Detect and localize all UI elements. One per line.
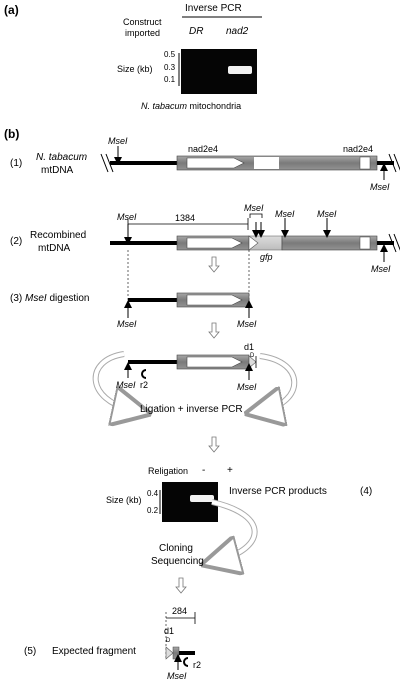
- tick-a-1: 0.3: [164, 63, 176, 72]
- primer-d1-step5: d1: [164, 626, 175, 636]
- construct-label-2: imported: [125, 28, 161, 38]
- step3-graphics: [124, 292, 253, 318]
- distance-284: 284: [172, 606, 188, 616]
- label-letter: a: [8, 3, 15, 17]
- inverse-pcr-header: Inverse PCR: [185, 3, 242, 14]
- ligation-label: Ligation + inverse PCR: [140, 404, 243, 415]
- step1-graphics: [100, 146, 400, 180]
- nad2e4-left: nad2e4: [188, 144, 219, 154]
- cloning-label: Cloning: [159, 543, 193, 554]
- msei-site-11: MseI: [237, 382, 257, 392]
- sequencing-label: Sequencing: [151, 556, 204, 567]
- step3-number: (3) MseI digestion: [10, 294, 90, 304]
- inverse-pcr-products: Inverse PCR products: [229, 486, 327, 497]
- step3-enzyme: MseI: [25, 293, 47, 304]
- tick-b-0: 0.4: [147, 489, 159, 498]
- primer-r2: r2: [140, 380, 149, 390]
- lane-dr-label: DR: [189, 26, 204, 37]
- lane-nad2-label: nad2: [226, 26, 249, 37]
- step5-graphics: [165, 612, 196, 670]
- msei-site-9: MseI: [237, 319, 257, 329]
- primer-d1: d1: [244, 342, 255, 352]
- primer-d1-box: D: [250, 353, 255, 359]
- step2-number: (2): [10, 236, 23, 247]
- distance-1384: 1384: [175, 213, 196, 223]
- panel-b-gel-graphics: [159, 482, 258, 560]
- label-close: ): [15, 127, 20, 141]
- down-arrow-3: [208, 436, 220, 453]
- msei-site-10: MseI: [116, 380, 136, 390]
- panel-a-label: (a): [4, 4, 19, 16]
- tick-b-1: 0.2: [147, 506, 159, 515]
- label-letter: b: [8, 127, 16, 141]
- size-kb-label-a: Size (kb): [117, 64, 153, 74]
- step2-graphics: [110, 213, 400, 318]
- label-close: ): [14, 3, 19, 17]
- gel-a-band: [228, 66, 252, 74]
- down-arrow-1: [208, 256, 220, 273]
- construct-label-1: Construct: [123, 17, 162, 27]
- caption-rest: mitochondria: [189, 101, 242, 111]
- caption-species: N. tabacum: [141, 101, 188, 111]
- gfp-label: gfp: [260, 252, 273, 262]
- size-kb-label-b: Size (kb): [106, 495, 142, 505]
- panel-a-caption: N. tabacum mitochondria: [141, 102, 241, 111]
- msei-site-5: MseI: [275, 209, 295, 219]
- tick-a-2: 0.1: [164, 75, 176, 84]
- panel-a-graphics: [178, 16, 262, 94]
- nad2e4-right: nad2e4: [343, 144, 374, 154]
- step2-label-1: Recombined: [30, 230, 87, 241]
- gel-b-band: [190, 495, 214, 502]
- tick-a-0: 0.5: [164, 50, 176, 59]
- religation-label: Religation: [148, 466, 189, 476]
- msei-site-4: MseI: [244, 203, 264, 213]
- label-open: (: [4, 3, 8, 17]
- label-open: (: [4, 127, 8, 141]
- step1-number: (1): [10, 158, 23, 169]
- step3-rest: digestion: [49, 293, 90, 304]
- primer-r2-step5: r2: [193, 660, 202, 670]
- msei-site-12: MseI: [167, 671, 187, 681]
- msei-site-3: MseI: [117, 212, 137, 222]
- step3-num: (3): [10, 293, 23, 304]
- down-arrow-2: [208, 322, 220, 339]
- step4-number: (4): [360, 486, 373, 497]
- msei-site-8: MseI: [117, 319, 137, 329]
- step5-label: Expected fragment: [52, 646, 136, 657]
- lane-plus: +: [227, 465, 233, 476]
- ligation-graphics: [92, 351, 298, 410]
- msei-site-2: MseI: [370, 182, 390, 192]
- primer-d1-box-step5: D: [166, 638, 171, 644]
- down-arrow-4: [175, 577, 187, 594]
- msei-site-7: MseI: [371, 264, 391, 274]
- step1-species: N. tabacum: [36, 152, 88, 163]
- step2-label-2: mtDNA: [38, 243, 71, 254]
- step1-mtdna: mtDNA: [41, 165, 74, 176]
- lane-minus: -: [202, 465, 206, 476]
- panel-b-label: (b): [4, 128, 19, 140]
- msei-site-1: MseI: [108, 136, 128, 146]
- msei-site-6: MseI: [317, 209, 337, 219]
- step5-number: (5): [24, 646, 37, 657]
